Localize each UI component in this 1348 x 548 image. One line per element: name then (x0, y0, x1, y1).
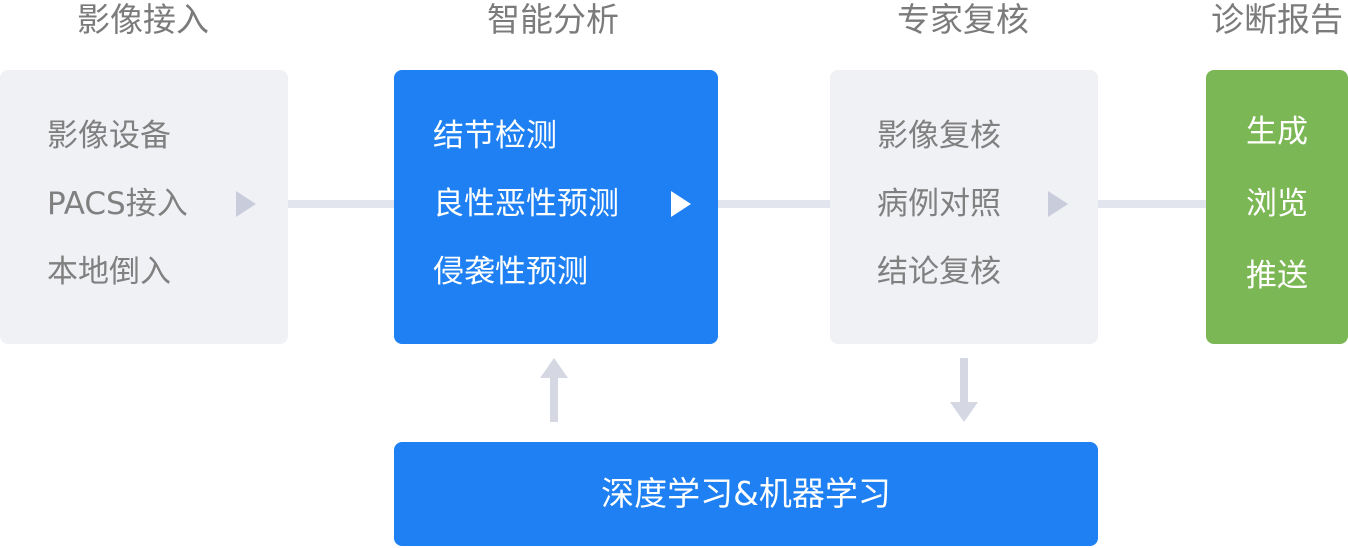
connector-access-to-analysis (287, 200, 395, 208)
expert-review-item: 影像复核 (877, 118, 1001, 154)
smart-analysis-item: 良性恶性预测 (433, 186, 619, 222)
expert-review-item: 结论复核 (877, 254, 1001, 290)
stage-title-diagnosis-report: 诊断报告 (1211, 0, 1343, 39)
arrow-up-icon (540, 358, 568, 422)
stage-title-smart-analysis: 智能分析 (487, 0, 619, 39)
expert-review-panel: 影像复核 病例对照 结论复核 (830, 70, 1098, 344)
stage-title-expert-review: 专家复核 (897, 0, 1029, 39)
chevron-right-icon (1048, 191, 1068, 217)
report-action-push: 推送 (1246, 258, 1308, 294)
connector-analysis-to-review (718, 200, 831, 208)
arrow-down-icon (950, 358, 978, 422)
image-access-item: 本地倒入 (47, 254, 171, 290)
image-access-item: 影像设备 (47, 118, 171, 154)
image-access-item: PACS接入 (47, 186, 188, 222)
chevron-right-icon (236, 191, 256, 217)
smart-analysis-item: 侵袭性预测 (433, 254, 588, 290)
diagnosis-report-panel: 生成 浏览 推送 (1206, 70, 1348, 344)
smart-analysis-panel: 结节检测 良性恶性预测 侵袭性预测 (394, 70, 718, 344)
connector-review-to-report (1097, 200, 1207, 208)
stage-title-image-access: 影像接入 (77, 0, 209, 39)
report-action-generate: 生成 (1246, 114, 1308, 150)
image-access-panel: 影像设备 PACS接入 本地倒入 (0, 70, 288, 344)
report-action-browse: 浏览 (1246, 186, 1308, 222)
foundation-bar: 深度学习&机器学习 (394, 442, 1098, 546)
chevron-right-icon (671, 191, 691, 217)
expert-review-item: 病例对照 (877, 186, 1001, 222)
smart-analysis-item: 结节检测 (433, 118, 557, 154)
foundation-label: 深度学习&机器学习 (601, 474, 891, 513)
